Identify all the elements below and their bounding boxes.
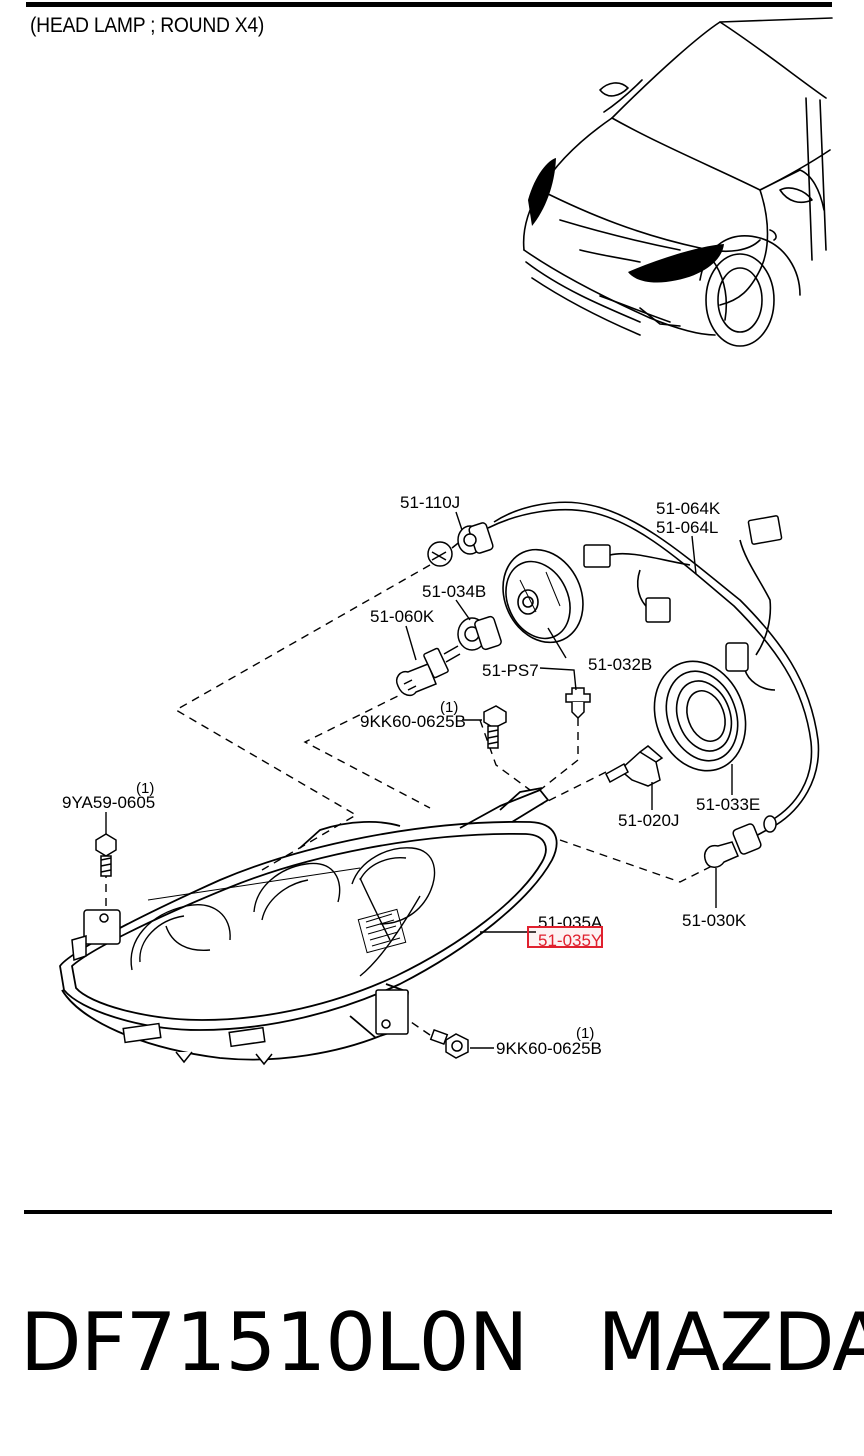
label-9KK60-0625B-top: 9KK60-0625B — [360, 712, 466, 731]
car-headlamp-right-shape — [628, 244, 724, 283]
bulb-51-030K — [704, 815, 777, 868]
car-illustration — [522, 17, 833, 347]
label-51-035Y: 51-035Y — [538, 931, 602, 950]
bolt-9KK60-top — [483, 705, 507, 749]
leader-lines — [105, 511, 733, 1049]
label-qty-9ya: (1) — [136, 780, 154, 797]
label-51-064K: 51-064K — [656, 499, 721, 518]
highlight-box-51-035Y — [527, 926, 603, 948]
label-9KK60-0625B-bottom: 9KK60-0625B — [496, 1039, 602, 1058]
footer: DF71510L0N MAZDA — [20, 1296, 864, 1389]
label-51-060K: 51-060K — [370, 607, 435, 626]
bolt-9KK60-bottom — [429, 1028, 469, 1059]
assembly-dashed-lines — [105, 564, 713, 1036]
part-number: DF71510L0N — [20, 1296, 528, 1389]
diagram-title: (HEAD LAMP ; ROUND X4) — [30, 14, 265, 37]
car-headlamp-left-shape — [528, 158, 556, 226]
bolt-9YA59 — [95, 833, 117, 877]
label-51-110J: 51-110J — [400, 493, 460, 512]
label-51-033E: 51-033E — [696, 795, 760, 814]
headlamp-exploded-diagram: 51-110J 51-064K 51-064L 51-034B 51-060K … — [59, 17, 833, 1066]
label-51-020J: 51-020J — [618, 811, 679, 830]
headlamp-reflectors — [130, 847, 436, 977]
socket-51-110J — [457, 522, 494, 555]
label-51-PS7: 51-PS7 — [482, 661, 539, 680]
divider-line — [24, 1210, 832, 1214]
label-qty-9kk-top: (1) — [440, 699, 458, 716]
label-51-030K: 51-030K — [682, 911, 747, 930]
bulb-51-060K — [396, 645, 461, 697]
label-51-034B: 51-034B — [422, 582, 486, 601]
label-51-032B: 51-032B — [588, 655, 652, 674]
label-9YA59-0605: 9YA59-0605 — [62, 793, 155, 812]
harness-connectors — [583, 515, 783, 672]
headlamp-lens-grille — [357, 908, 407, 954]
bulb-51-110J — [427, 539, 463, 567]
socket-51-034B — [457, 615, 502, 651]
headlamp-housing — [59, 787, 558, 1061]
label-51-064L: 51-064L — [656, 518, 718, 537]
label-qty-9kk-bottom: (1) — [576, 1025, 594, 1042]
pin-51-PS7 — [565, 687, 591, 720]
cover-51-032B — [502, 548, 584, 644]
bulb-51-020J — [605, 745, 664, 787]
cover-51-033E — [653, 660, 747, 772]
top-rule — [26, 2, 832, 7]
brand-name: MAZDA — [597, 1296, 864, 1389]
housing-clips — [71, 909, 409, 1066]
